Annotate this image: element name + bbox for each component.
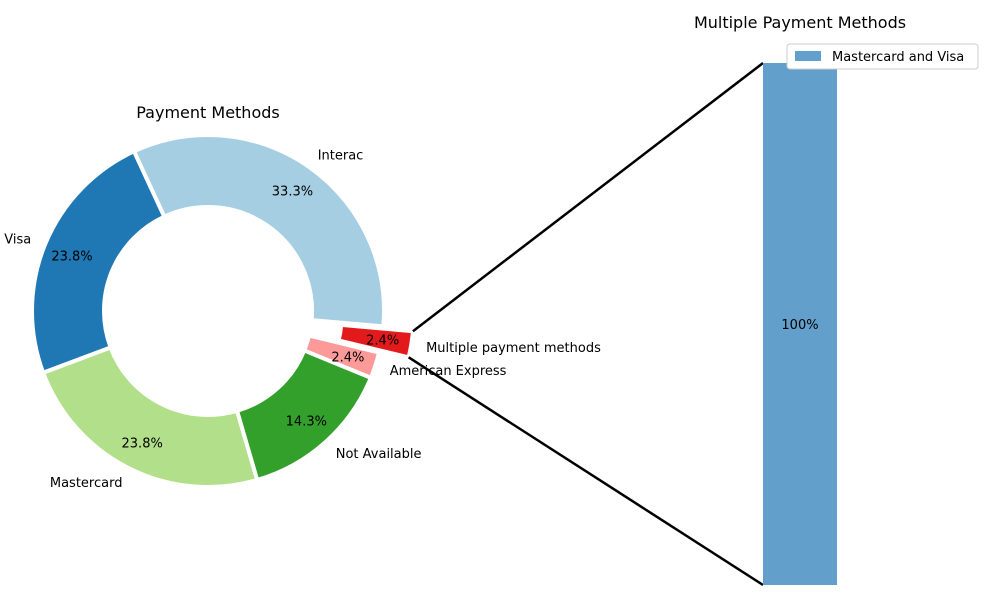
slice-percent-not-available: 14.3%	[286, 414, 327, 429]
bar-segment-label: 100%	[781, 318, 818, 333]
slice-label-visa: Visa	[4, 233, 31, 248]
slice-american-express	[302, 333, 382, 380]
slice-percent-multiple-payment-methods: 2.4%	[366, 334, 399, 349]
slice-visa	[30, 149, 167, 375]
slice-mastercard	[41, 345, 260, 489]
donut-chart: 33.3% Interac 23.8% Visa 23.8% Mastercard 14.3…	[4, 133, 601, 491]
slice-multiple-payment-methods	[336, 322, 415, 360]
connector-lines	[407, 62, 764, 587]
stacked-bar-chart: 100%	[763, 63, 837, 585]
legend-frame	[786, 43, 979, 70]
slice-percent-interac: 33.3%	[272, 185, 313, 200]
slice-interac	[131, 133, 386, 329]
connector-line-bottom	[407, 356, 764, 587]
connector-line-top	[412, 62, 764, 333]
legend-swatch	[795, 51, 821, 61]
bar-segment-mastercard-and-visa	[763, 63, 837, 585]
slice-percent-american-express: 2.4%	[331, 350, 364, 365]
bar-legend: Mastercard and Visa	[786, 43, 979, 70]
slice-label-not-available: Not Available	[336, 447, 422, 462]
slice-percent-mastercard: 23.8%	[122, 436, 163, 451]
slice-label-multiple-payment-methods: Multiple payment methods	[426, 341, 601, 356]
slice-label-mastercard: Mastercard	[50, 476, 123, 491]
bar-chart-title: Multiple Payment Methods	[694, 13, 906, 32]
pie-chart-title: Payment Methods	[136, 103, 279, 122]
slice-percent-visa: 23.8%	[51, 249, 92, 264]
legend-label: Mastercard and Visa	[832, 50, 964, 65]
slice-label-american-express: American Express	[390, 364, 507, 379]
slice-label-interac: Interac	[318, 149, 364, 164]
